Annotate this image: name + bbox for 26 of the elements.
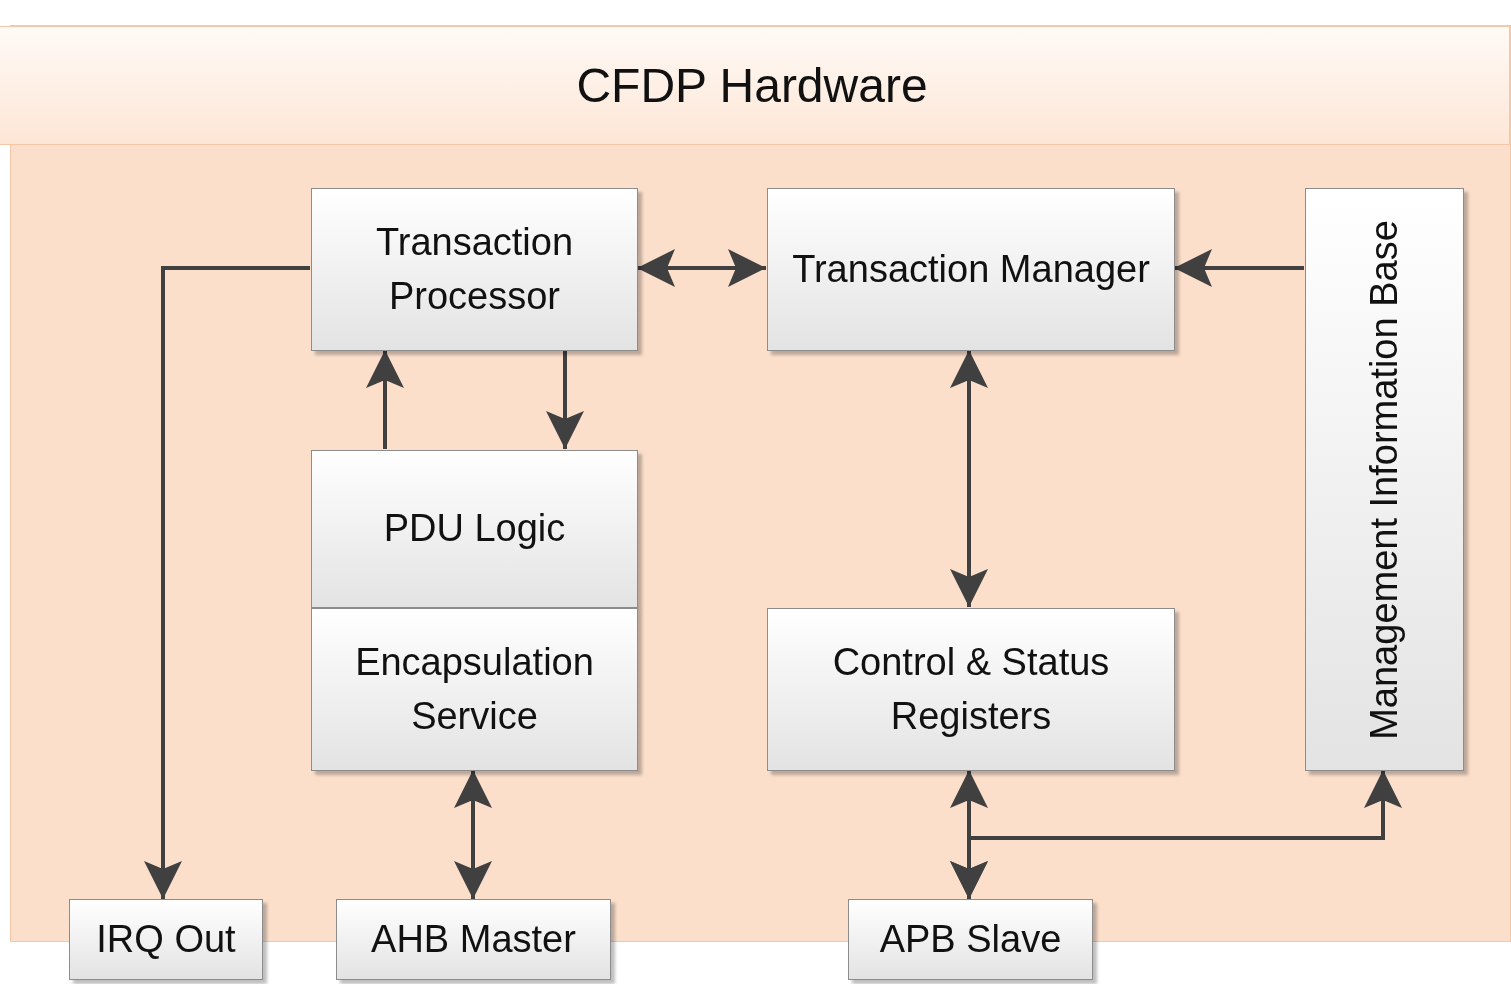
block-box [767, 608, 1175, 771]
arrow [637, 249, 766, 287]
block-box [1305, 188, 1464, 771]
panel-title: CFDP Hardware [576, 58, 928, 113]
arrow [366, 350, 404, 449]
block-label: Transaction Processor [374, 220, 575, 319]
block-box [311, 608, 638, 771]
arrow [950, 350, 988, 607]
block-label: Transaction Manager [791, 246, 1151, 292]
block-box [767, 188, 1175, 351]
block-label: Encapsulation Service [354, 640, 595, 739]
block-label: APB Slave [878, 916, 1063, 962]
block-box [848, 899, 1093, 980]
block-label: Management Information Base [1361, 218, 1406, 742]
arrow [1174, 249, 1304, 287]
block-label: Control & Status Registers [831, 640, 1111, 739]
block-box [311, 450, 638, 608]
block-label: IRQ Out [95, 916, 237, 962]
block-label: AHB Master [370, 916, 577, 962]
arrow [546, 350, 584, 449]
block-box [336, 899, 611, 980]
arrow [454, 770, 492, 899]
block-box [311, 188, 638, 351]
block-box [69, 899, 263, 980]
block-label: PDU Logic [382, 506, 567, 552]
arrow [144, 266, 310, 899]
